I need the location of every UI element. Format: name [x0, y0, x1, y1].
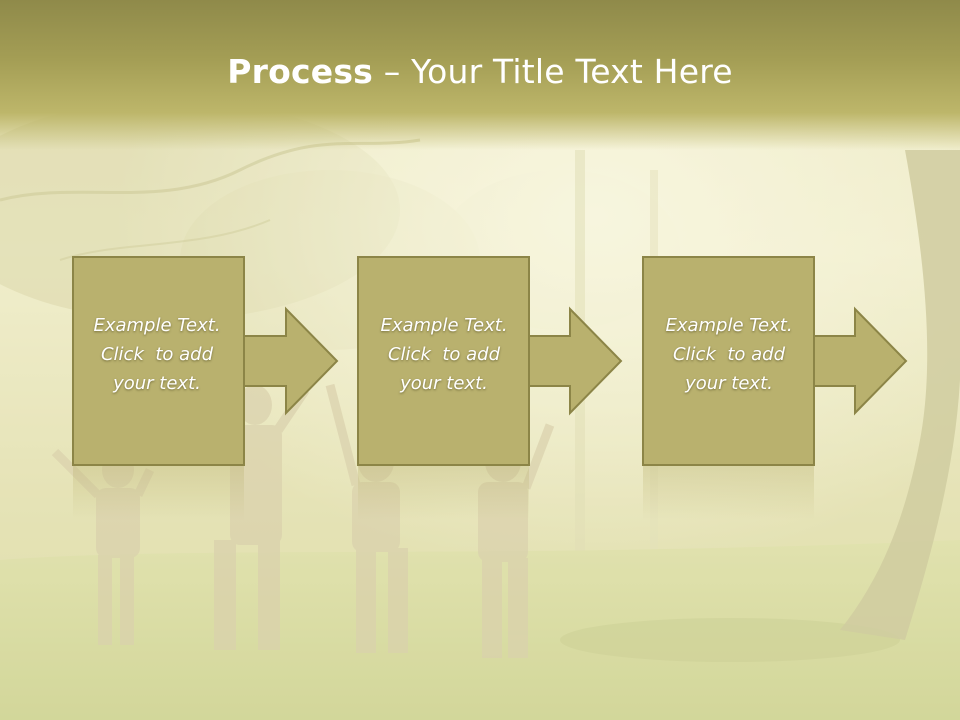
step-3[interactable] — [642, 256, 908, 520]
step-1-line-2: Click to add — [100, 344, 213, 365]
step-2-reflection — [358, 466, 529, 520]
step-3-arrow — [811, 306, 908, 416]
step-2[interactable] — [357, 256, 623, 520]
step-2-box — [357, 256, 530, 466]
step-3-text[interactable]: Example Text. Click to add your text. — [643, 311, 815, 398]
title-rest: – Your Title Text Here — [373, 52, 733, 91]
step-3-line-1: Example Text. — [665, 315, 793, 336]
step-1[interactable] — [72, 256, 339, 520]
step-2-line-3: your text. — [400, 373, 488, 394]
step-1-text[interactable]: Example Text. Click to add your text. — [71, 311, 243, 398]
step-2-arrow — [526, 306, 623, 416]
step-3-line-2: Click to add — [672, 344, 785, 365]
step-1-reflection — [73, 466, 244, 520]
step-1-box — [72, 256, 245, 466]
title-bold: Process — [227, 52, 374, 91]
step-3-box — [642, 256, 815, 466]
step-2-text[interactable]: Example Text. Click to add your text. — [358, 311, 530, 398]
step-1-line-3: your text. — [113, 373, 201, 394]
step-3-reflection — [643, 466, 814, 520]
title-band — [0, 0, 960, 150]
step-3-line-3: your text. — [685, 373, 773, 394]
step-1-arrow — [241, 306, 339, 416]
slide-title[interactable]: Process – Your Title Text Here — [0, 52, 960, 91]
step-1-line-1: Example Text. — [93, 315, 221, 336]
step-2-line-2: Click to add — [387, 344, 500, 365]
step-2-line-1: Example Text. — [380, 315, 508, 336]
